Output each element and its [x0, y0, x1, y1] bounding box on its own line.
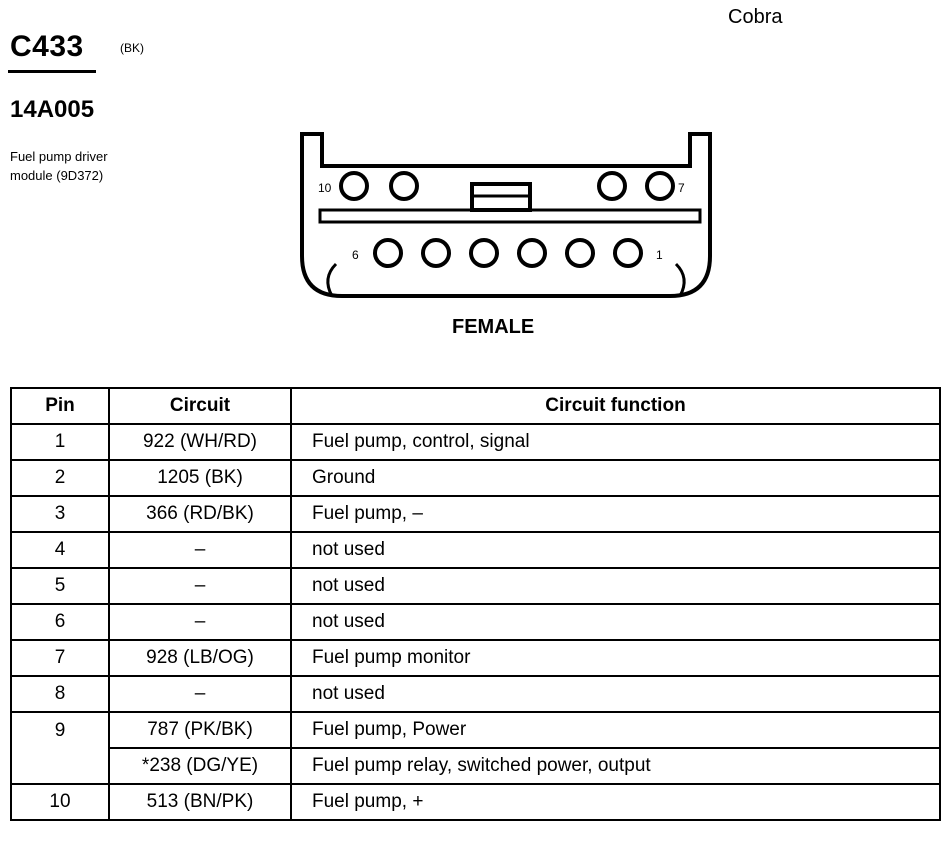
circuit-cell: 366 (RD/BK): [108, 495, 292, 533]
table-row: 6 – not used: [10, 603, 941, 641]
circuit-cell: 928 (LB/OG): [108, 639, 292, 677]
table-row: 10 513 (BN/PK) Fuel pump, +: [10, 783, 941, 821]
function-cell: Fuel pump, –: [290, 495, 941, 533]
pin-cell: 9: [10, 711, 110, 748]
table-row: 2 1205 (BK) Ground: [10, 459, 941, 497]
left-keying-curve: [326, 262, 338, 297]
function-cell: Fuel pump monitor: [290, 639, 941, 677]
pin-cavity: [517, 238, 547, 268]
connector-id-underline: [8, 70, 96, 73]
pin-cavity: [597, 171, 627, 201]
circuit-cell: –: [108, 675, 292, 713]
pin-cell: 7: [10, 639, 110, 677]
header-pin: Pin: [10, 387, 110, 425]
circuit-cell: 787 (PK/BK): [108, 711, 292, 749]
pin-cell: [10, 748, 110, 785]
function-cell: Fuel pump, control, signal: [290, 423, 941, 461]
table-row: 5 – not used: [10, 567, 941, 605]
pin-cavity: [645, 171, 675, 201]
pinout-table: Pin Circuit Circuit function 1 922 (WH/R…: [10, 387, 941, 821]
circuit-cell: –: [108, 567, 292, 605]
pin-cell: 5: [10, 567, 110, 605]
connector-housing: [300, 132, 712, 298]
header-function: Circuit function: [290, 387, 941, 425]
pin-cell: 3: [10, 495, 110, 533]
circuit-cell: 1205 (BK): [108, 459, 292, 497]
model-label: Cobra: [728, 6, 783, 28]
table-header-row: Pin Circuit Circuit function: [10, 387, 941, 425]
function-cell: not used: [290, 603, 941, 641]
table-row: *238 (DG/YE) Fuel pump relay, switched p…: [10, 747, 941, 785]
pin-label-1: 1: [656, 248, 663, 262]
circuit-cell: 922 (WH/RD): [108, 423, 292, 461]
pin-cell: 2: [10, 459, 110, 497]
component-description: Fuel pump driver module (9D372): [10, 147, 108, 185]
function-cell: Ground: [290, 459, 941, 497]
function-cell: not used: [290, 675, 941, 713]
connector-face-diagram: 10 7 6 1: [300, 132, 712, 298]
pin-cell: 8: [10, 675, 110, 713]
pin-cavity: [421, 238, 451, 268]
divider-bar: [318, 208, 702, 224]
description-line: module (9D372): [10, 168, 104, 183]
table-row: 8 – not used: [10, 675, 941, 713]
table-row: 9 787 (PK/BK) Fuel pump, Power: [10, 711, 941, 749]
connector-id: C433: [10, 30, 84, 63]
pin-cell: 6: [10, 603, 110, 641]
pin-label-6: 6: [352, 248, 359, 262]
pin-label-10: 10: [318, 181, 332, 195]
circuit-cell: *238 (DG/YE): [108, 747, 292, 785]
function-cell: Fuel pump relay, switched power, output: [290, 747, 941, 785]
table-row: 3 366 (RD/BK) Fuel pump, –: [10, 495, 941, 533]
pin-cavity: [389, 171, 419, 201]
pin-cell: 4: [10, 531, 110, 569]
circuit-cell: –: [108, 531, 292, 569]
circuit-cell: –: [108, 603, 292, 641]
connector-gender: FEMALE: [452, 316, 535, 338]
function-cell: not used: [290, 567, 941, 605]
header-circuit: Circuit: [108, 387, 292, 425]
pin-cavity: [565, 238, 595, 268]
pin-cell: 10: [10, 783, 110, 821]
function-cell: Fuel pump, Power: [290, 711, 941, 749]
table-row: 7 928 (LB/OG) Fuel pump monitor: [10, 639, 941, 677]
pin-cavity: [613, 238, 643, 268]
function-cell: not used: [290, 531, 941, 569]
part-number: 14A005: [10, 96, 95, 123]
table-row: 1 922 (WH/RD) Fuel pump, control, signal: [10, 423, 941, 461]
pin-label-7: 7: [678, 181, 685, 195]
function-cell: Fuel pump, +: [290, 783, 941, 821]
circuit-cell: 513 (BN/PK): [108, 783, 292, 821]
right-keying-curve: [674, 262, 686, 297]
table-row: 4 – not used: [10, 531, 941, 569]
description-line: Fuel pump driver: [10, 149, 108, 164]
connector-color-code: (BK): [120, 41, 144, 55]
pin-cell: 1: [10, 423, 110, 461]
pin-cavity: [373, 238, 403, 268]
pin-cavity: [469, 238, 499, 268]
pin-cavity: [339, 171, 369, 201]
